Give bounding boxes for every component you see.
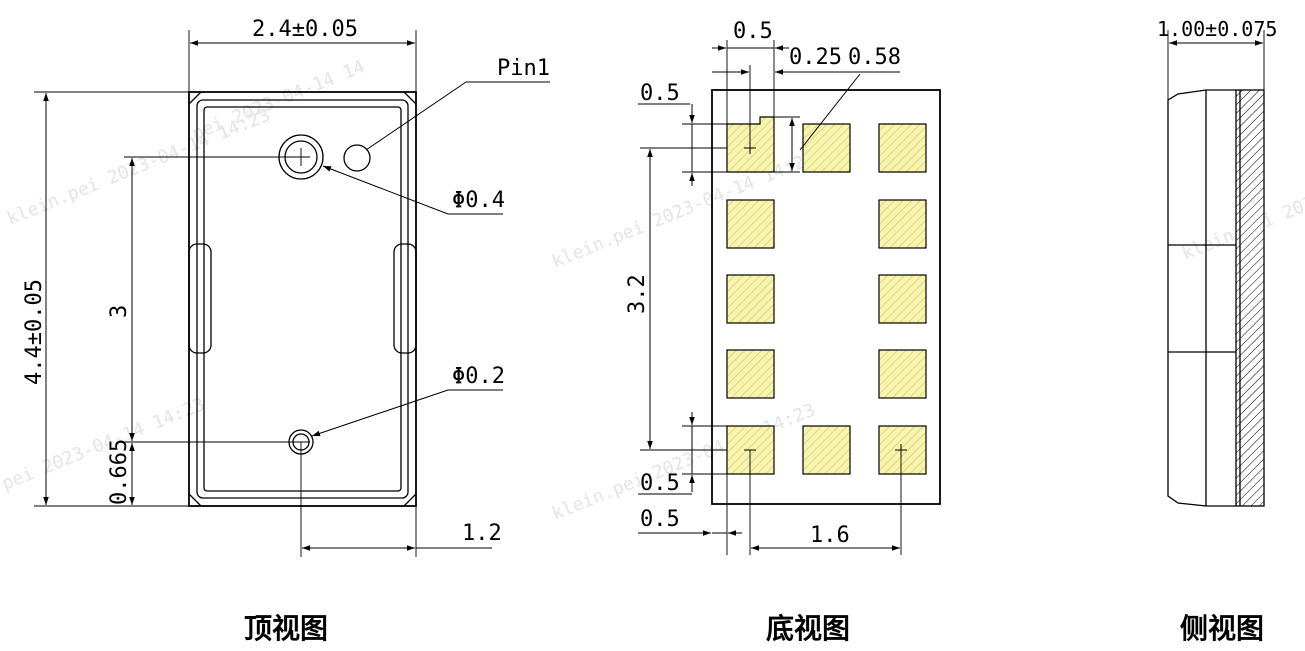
pin1-label: Pin1 [497, 56, 550, 81]
top-view-inner-frame [188, 91, 417, 507]
small-hole-label: Φ0.2 [452, 364, 505, 389]
pad [802, 425, 851, 475]
top-view-right-lug [393, 243, 417, 354]
notch-depth-label: 0.58 [848, 45, 901, 70]
pad [726, 274, 775, 324]
bottom-view-outline [711, 89, 941, 505]
pad-width-label: 0.5 [733, 19, 773, 44]
pad-height-bottom-label: 0.5 [640, 471, 680, 496]
watermark-text: pei 2023-04-14 14:23 [0, 394, 208, 495]
large-hole-label: Φ0.4 [452, 188, 505, 213]
watermark-text: klein.pei 2023-04-14 14:23 [549, 400, 818, 525]
top-view: 2.4±0.05 4.4±0.05 3 0.665 1.2 Pin1 Φ0.4 … [22, 17, 550, 645]
side-view-lid [1167, 89, 1236, 507]
top-view-lid [196, 99, 409, 499]
top-view-outline [188, 91, 417, 507]
pad [726, 349, 775, 399]
hole-offset-label: 0.665 [107, 439, 132, 505]
top-view-lid-inner [203, 106, 402, 492]
hole-spacing-label: 3 [107, 305, 132, 318]
pitch-y-label: 3.2 [625, 274, 650, 314]
pin1-marker [343, 144, 371, 172]
hole-x-label: 1.2 [462, 521, 502, 546]
margin-label: 0.5 [640, 507, 680, 532]
bottom-view: 0.5 0.25 0.58 0.5 3.2 0.5 [625, 19, 941, 645]
watermark-layer: klein.pei 2023-04-14 14:23 pei 2023-04-1… [0, 56, 1305, 524]
pad [802, 123, 851, 173]
pad [878, 349, 927, 399]
side-view-title: 侧视图 [1180, 612, 1264, 645]
width-label: 2.4±0.05 [252, 17, 358, 42]
pad [878, 199, 927, 249]
side-view-substrate [1235, 89, 1265, 507]
top-view-title: 顶视图 [244, 612, 328, 645]
thickness-label: 1.00±0.075 [1157, 17, 1277, 41]
side-view: 1.00±0.075 侧视图 [1157, 17, 1277, 645]
top-view-left-lug [188, 243, 212, 354]
bottom-view-title: 底视图 [766, 612, 850, 645]
watermark-text: klein.pei 2023-04-14 14:23 [549, 148, 818, 273]
pad [726, 199, 775, 249]
pad-height-top-label: 0.5 [640, 81, 680, 106]
pad [878, 274, 927, 324]
pitch-x-label: 1.6 [810, 523, 850, 548]
height-label: 4.4±0.05 [22, 279, 47, 385]
notch-label: 0.25 [789, 45, 842, 70]
pad [878, 123, 927, 173]
